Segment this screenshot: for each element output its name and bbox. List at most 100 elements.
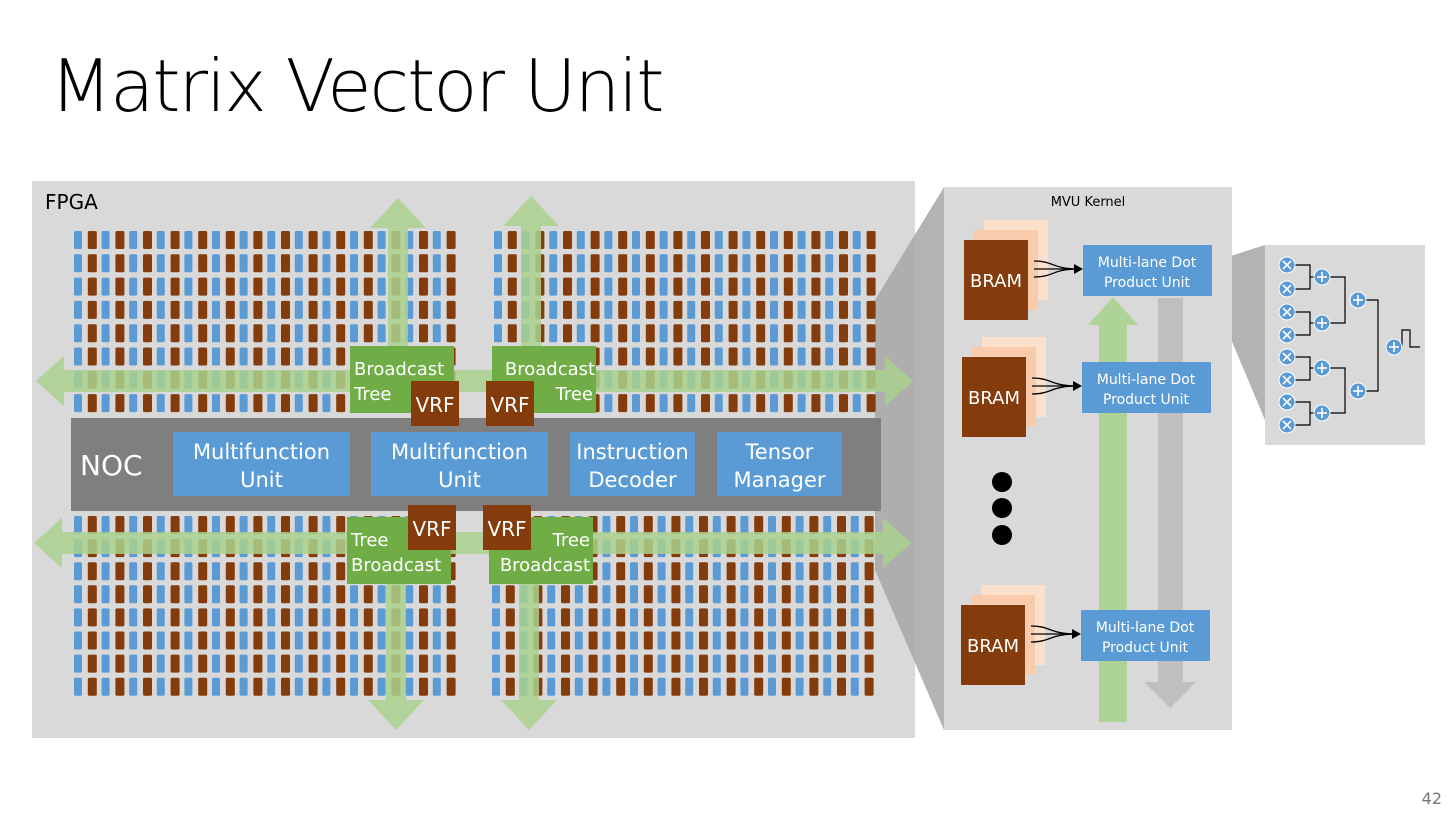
- fabric-block: [101, 300, 110, 319]
- fabric-block: [837, 677, 846, 696]
- fabric-block: [659, 347, 668, 366]
- fabric-block: [740, 608, 749, 627]
- fabric-block: [253, 277, 263, 296]
- fabric-block: [432, 254, 441, 273]
- fabric-block: [616, 654, 626, 673]
- fabric-block: [657, 654, 666, 673]
- multiply-glyph: [1282, 330, 1292, 340]
- fabric-block: [101, 516, 110, 534]
- fabric-block: [74, 608, 82, 627]
- fabric-block: [604, 231, 613, 249]
- fabric-block: [101, 677, 110, 696]
- adder-wire: [1295, 323, 1311, 336]
- fabric-block: [239, 677, 248, 696]
- fabric-block: [659, 324, 668, 343]
- fabric-block: [115, 654, 125, 673]
- fabric-block: [795, 654, 804, 673]
- fabric-block: [866, 231, 876, 249]
- fabric-block: [659, 231, 668, 249]
- fabric-block: [212, 654, 220, 673]
- fabric-block: [576, 277, 585, 296]
- fabric-block: [377, 254, 386, 273]
- fabric-block: [505, 608, 515, 627]
- fabric-block: [363, 608, 373, 627]
- fabric-block: [156, 585, 165, 604]
- fabric-block: [336, 677, 346, 696]
- fabric-block: [657, 631, 666, 650]
- functional-unit-box: [717, 432, 842, 496]
- fabric-block: [294, 562, 303, 581]
- fabric-block: [198, 347, 208, 366]
- fabric-block: [850, 654, 859, 673]
- fabric-block: [377, 300, 386, 319]
- fabric-block: [156, 347, 165, 366]
- fabric-block: [549, 231, 558, 249]
- fabric-block: [212, 608, 220, 627]
- fabric-block: [267, 231, 276, 249]
- fabric-block: [781, 677, 791, 696]
- fabric-block: [701, 347, 710, 366]
- fabric-block: [825, 394, 834, 413]
- fabric-block: [198, 631, 208, 650]
- fabric-block: [170, 254, 180, 273]
- fabric-block: [590, 324, 600, 343]
- fabric-block: [701, 254, 710, 273]
- broadcast-tree-label-line2: Broadcast: [351, 555, 441, 576]
- fabric-block: [198, 585, 208, 604]
- fabric-block: [308, 677, 318, 696]
- fabric-block: [129, 324, 138, 343]
- fabric-block: [864, 677, 874, 696]
- fabric-block: [837, 516, 846, 534]
- adder-wire: [1295, 264, 1311, 277]
- wire-arrowhead: [1073, 381, 1082, 391]
- adder-wire: [1330, 300, 1346, 324]
- fabric-block: [350, 231, 358, 249]
- fabric-block: [87, 585, 97, 604]
- fabric-block: [419, 300, 428, 319]
- fabric-block: [184, 347, 193, 366]
- fabric-block: [143, 277, 152, 296]
- fabric-block: [170, 516, 180, 534]
- wire-arrowhead: [1074, 264, 1083, 274]
- fabric-block: [505, 654, 515, 673]
- fabric-block: [768, 654, 776, 673]
- fabric-block: [825, 277, 834, 296]
- fabric-block: [419, 654, 428, 673]
- fabric-block: [673, 254, 683, 273]
- fabric-block: [797, 254, 806, 273]
- bram-label: BRAM: [970, 271, 1022, 292]
- fabric-block: [604, 394, 613, 413]
- fabric-block: [115, 347, 125, 366]
- fabric-block: [547, 608, 556, 627]
- fabric-block: [673, 300, 683, 319]
- fabric-block: [494, 324, 502, 343]
- fabric-block: [377, 585, 386, 604]
- fabric-block: [170, 562, 180, 581]
- fabric-block: [101, 347, 110, 366]
- fabric-block: [756, 231, 766, 249]
- bram-label: BRAM: [967, 636, 1019, 657]
- broadcast-arrow-down: [368, 546, 424, 730]
- fabric-block: [115, 277, 125, 296]
- fabric-block: [685, 585, 694, 604]
- fabric-block: [687, 394, 696, 413]
- fabric-block: [225, 608, 235, 627]
- fabric-block: [101, 277, 110, 296]
- fabric-block: [673, 347, 683, 366]
- fabric-block: [446, 277, 456, 296]
- fabric-block: [768, 608, 776, 627]
- fabric-block: [446, 254, 456, 273]
- fabric-block: [446, 654, 456, 673]
- adder-wire: [1330, 391, 1346, 414]
- fabric-block: [795, 631, 804, 650]
- fabric-block: [645, 394, 655, 413]
- fabric-block: [685, 631, 694, 650]
- fabric-block: [699, 631, 708, 650]
- fabric-block: [630, 608, 638, 627]
- vrf-label: VRF: [487, 517, 526, 541]
- fabric-block: [267, 677, 276, 696]
- fabric-block: [839, 300, 848, 319]
- fabric-block: [225, 585, 235, 604]
- fabric-block: [768, 631, 776, 650]
- fabric-block: [405, 631, 414, 650]
